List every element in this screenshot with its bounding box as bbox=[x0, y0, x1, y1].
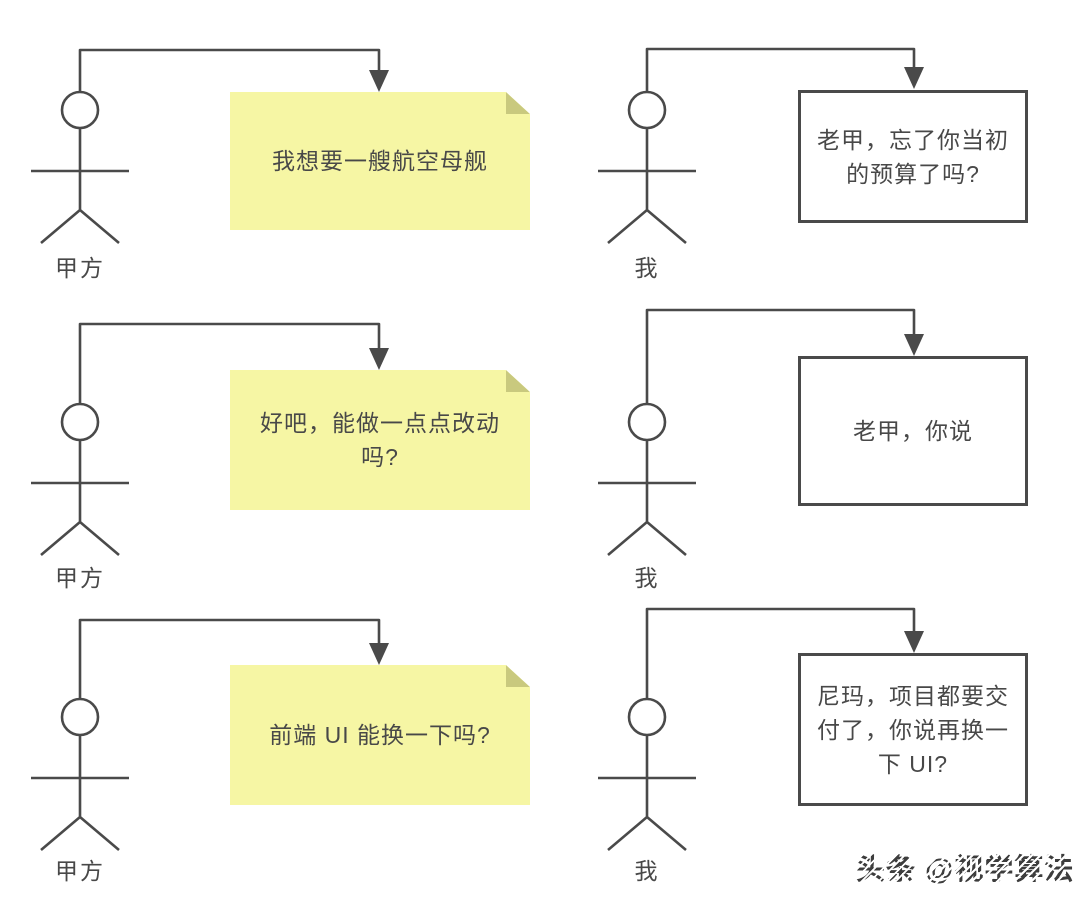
actor-label-client-row1: 甲方 bbox=[55, 255, 105, 281]
speech-box-text: 尼玛，项目都要交付了，你说再换一下 UI? bbox=[817, 682, 1009, 777]
speech-box-text: 老甲，你说 bbox=[853, 418, 973, 444]
watermark: 头条 @视学算法 bbox=[856, 846, 1073, 886]
stick-figure-me-row2 bbox=[598, 308, 924, 556]
arrowhead-icon bbox=[904, 67, 924, 89]
actor-label-me-row3: 我 bbox=[634, 858, 660, 884]
actor-label-client-row3: 甲方 bbox=[55, 858, 105, 884]
sticky-note-text: 好吧，能做一点点改动吗? bbox=[260, 410, 500, 470]
speech-box-row3: 尼玛，项目都要交付了，你说再换一下 UI? bbox=[798, 653, 1028, 806]
arrowhead-icon bbox=[369, 70, 389, 92]
arrowhead-icon bbox=[369, 643, 389, 665]
speech-box-row2: 老甲，你说 bbox=[798, 356, 1028, 506]
speech-box-text: 老甲，忘了你当初的预算了吗? bbox=[817, 126, 1009, 187]
arrowhead-icon bbox=[369, 348, 389, 370]
stick-figure-me-row3 bbox=[598, 607, 924, 851]
stick-figure-client-row3 bbox=[31, 618, 389, 851]
arrowhead-icon bbox=[904, 334, 924, 356]
stick-figure-client-row1 bbox=[31, 48, 389, 244]
speech-box-row1: 老甲，忘了你当初的预算了吗? bbox=[798, 90, 1028, 223]
actor-label-client-row2: 甲方 bbox=[55, 565, 105, 591]
sticky-note-row2: 好吧，能做一点点改动吗? bbox=[230, 370, 530, 510]
stick-figure-client-row2 bbox=[31, 322, 389, 556]
sticky-note-row3: 前端 UI 能换一下吗? bbox=[230, 665, 530, 805]
sticky-note-row1: 我想要一艘航空母舰 bbox=[230, 92, 530, 230]
stick-figure-me-row1 bbox=[598, 47, 924, 244]
sticky-note-text: 前端 UI 能换一下吗? bbox=[269, 722, 491, 748]
actor-label-me-row2: 我 bbox=[634, 565, 660, 591]
actor-label-me-row1: 我 bbox=[634, 255, 660, 281]
sticky-note-text: 我想要一艘航空母舰 bbox=[272, 148, 488, 174]
arrowhead-icon bbox=[904, 631, 924, 653]
